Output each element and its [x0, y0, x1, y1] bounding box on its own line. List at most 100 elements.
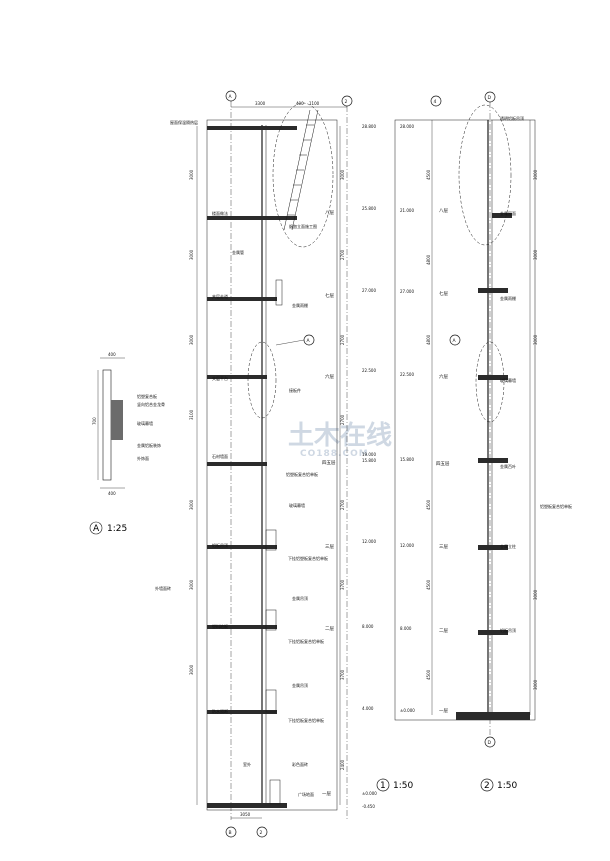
floor2-7: 七层 — [439, 290, 448, 297]
floor2-1: 一层 — [439, 708, 448, 714]
elev2-3: 27.000 — [400, 289, 414, 294]
slab-2-8 — [492, 213, 512, 218]
slab-2-7 — [478, 288, 508, 293]
floor-label-3: 三层 — [325, 544, 334, 550]
roof-slab — [207, 126, 297, 130]
dim-top-1: 3300 — [255, 101, 266, 106]
floor2-2: 二层 — [439, 628, 448, 634]
left-annotations: 屋面保温隔热层 金属管 楼面做法 夹层走道 夹层平台 石材墙面 铝板吊顶 外墙面… — [155, 119, 251, 767]
elev-2: 25.800 — [362, 206, 376, 211]
wall-seg-1 — [275, 279, 283, 306]
note-left-4: 夹层走道 — [212, 293, 228, 299]
dim2-l-1: 4500 — [426, 169, 431, 180]
dim2-l-3: 4800 — [426, 334, 431, 345]
dim-right-6: 3700 — [340, 579, 345, 590]
ground-slab — [207, 803, 287, 808]
axis-label-top-left: A — [229, 94, 233, 100]
floor2-8: 八层 — [439, 208, 448, 214]
dim-left-5: 3000 — [189, 499, 194, 510]
dim-right-4: 2700 — [340, 414, 345, 425]
note-left-8: 外墙面砖 — [155, 585, 171, 591]
elev2-2: 21.000 — [400, 208, 414, 213]
floor-slab-8 — [207, 216, 297, 220]
elev2-7: 8.000 — [400, 626, 412, 631]
elev-8: 8.000 — [362, 624, 374, 629]
dim-left-6: 3000 — [189, 579, 194, 590]
note-right-9: 金属吊顶 — [292, 682, 308, 688]
title-scale-1: 1:50 — [393, 781, 413, 791]
elev-4: 22.500 — [362, 368, 376, 373]
detail-cloud-2-mid — [475, 341, 505, 423]
note2-6: 铝塑板复合铝单板 — [540, 503, 572, 509]
axis-bubble-bottom-2 — [484, 736, 496, 748]
detail-bubble-2 — [449, 334, 461, 346]
roof-ladder — [272, 102, 334, 248]
dim-left-2: 3000 — [189, 249, 194, 260]
detail-panel — [111, 400, 123, 440]
elev2-6: 12.000 — [400, 543, 414, 548]
elev-5: 19.000 — [362, 452, 376, 457]
floor-labels: 八层 七层 六层 四五层 三层 二层 一层 — [322, 210, 336, 797]
dims-2-right: 3000 3000 3000 3000 3000 — [533, 169, 538, 690]
note-left-10: 防水隔断 — [212, 708, 228, 714]
note2-1: 透明铝板吊顶 — [500, 115, 524, 121]
dim-right-1: 3000 — [340, 169, 345, 180]
wall-seg-4 — [265, 689, 277, 713]
dim-right-2: 2700 — [340, 249, 345, 260]
watermark-url: CO188.COM — [300, 449, 369, 459]
floor-label-8: 八层 — [325, 210, 334, 216]
note2-3: 金属雨棚 — [500, 295, 516, 301]
dim2-l-5: 4500 — [426, 579, 431, 590]
slab-2-3 — [478, 630, 508, 635]
dim2-r-2: 3000 — [533, 249, 538, 260]
note-right-2: 金属雨棚 — [292, 302, 308, 308]
elev-10: ±0.000 — [362, 791, 377, 796]
note-right-10: 下挂铝板复合铝单板 — [288, 717, 324, 723]
note-right-6: 下挂铝塑板复合铝单板 — [288, 555, 328, 561]
axis-bubble-bottom-right — [256, 826, 268, 838]
note-right-4: 铝塑板复合铝单板 — [286, 471, 318, 477]
axis-label-bottom-left: B — [229, 830, 232, 836]
slab-2-5 — [478, 458, 508, 463]
detail-title-scale: 1:25 — [107, 524, 127, 534]
axis-label-bottom-right: 2 — [260, 830, 263, 836]
axis-label-top-right: 2 — [345, 99, 348, 105]
note2-8: 铝板吊顶 — [500, 627, 516, 633]
dim2-l-4: 4500 — [426, 499, 431, 510]
dim2-l-2: 4800 — [426, 254, 431, 265]
floor-slab-7 — [207, 297, 277, 301]
dim-left-4: 3100 — [189, 409, 194, 420]
detail-title-bubble — [89, 521, 103, 535]
ladder-detail-cloud — [272, 102, 334, 248]
axis-label-bottom-2: D — [488, 740, 492, 746]
elev2-1: 28.000 — [400, 124, 414, 129]
axis-bubble-bottom-left — [225, 826, 237, 838]
note-left-5: 夹层平台 — [212, 375, 228, 381]
title-number-1: 1 — [380, 781, 386, 791]
note-left-7: 铝板吊顶 — [212, 542, 228, 548]
floor-label-2: 二层 — [325, 626, 334, 632]
dims-2-left: 4500 4800 4800 4500 4500 4500 — [426, 169, 431, 680]
detail-note-5: 外饰面 — [137, 455, 149, 461]
note-left-3: 楼面做法 — [212, 210, 228, 216]
floor2-6: 六层 — [439, 373, 448, 380]
detail-callout-cloud — [247, 341, 277, 419]
dim2-l-6: 4500 — [426, 669, 431, 680]
elevation-marks: 28.800 25.800 27.000 22.500 19.000 15.80… — [362, 124, 377, 809]
elev2-5: 15.800 — [400, 457, 414, 462]
dim-chain-left-texts: 3000 3000 3000 3100 3000 3000 3000 — [189, 169, 194, 675]
note-left-1: 屋面保温隔热层 — [170, 119, 198, 125]
dim-right-5: 2700 — [340, 499, 345, 510]
detail-cloud-2-top — [458, 104, 512, 246]
detail-note-4: 金属铝板装饰 — [137, 442, 161, 448]
elev-1: 28.800 — [362, 124, 376, 129]
floor-label-45: 四五层 — [322, 460, 336, 466]
note-right-7: 金属吊顶 — [292, 595, 308, 601]
elev-7: 12.000 — [362, 539, 376, 544]
note-right-3: 接板件 — [289, 387, 301, 393]
floor-slab-6 — [207, 375, 267, 379]
title-bubble-1 — [376, 778, 390, 792]
dim-left-3: 3000 — [189, 334, 194, 345]
detail-note-2: 竖向铝合金龙骨 — [137, 401, 165, 407]
floor-labels-2: 八层 七层 六层 四五层 三层 二层 一层 — [436, 208, 450, 714]
